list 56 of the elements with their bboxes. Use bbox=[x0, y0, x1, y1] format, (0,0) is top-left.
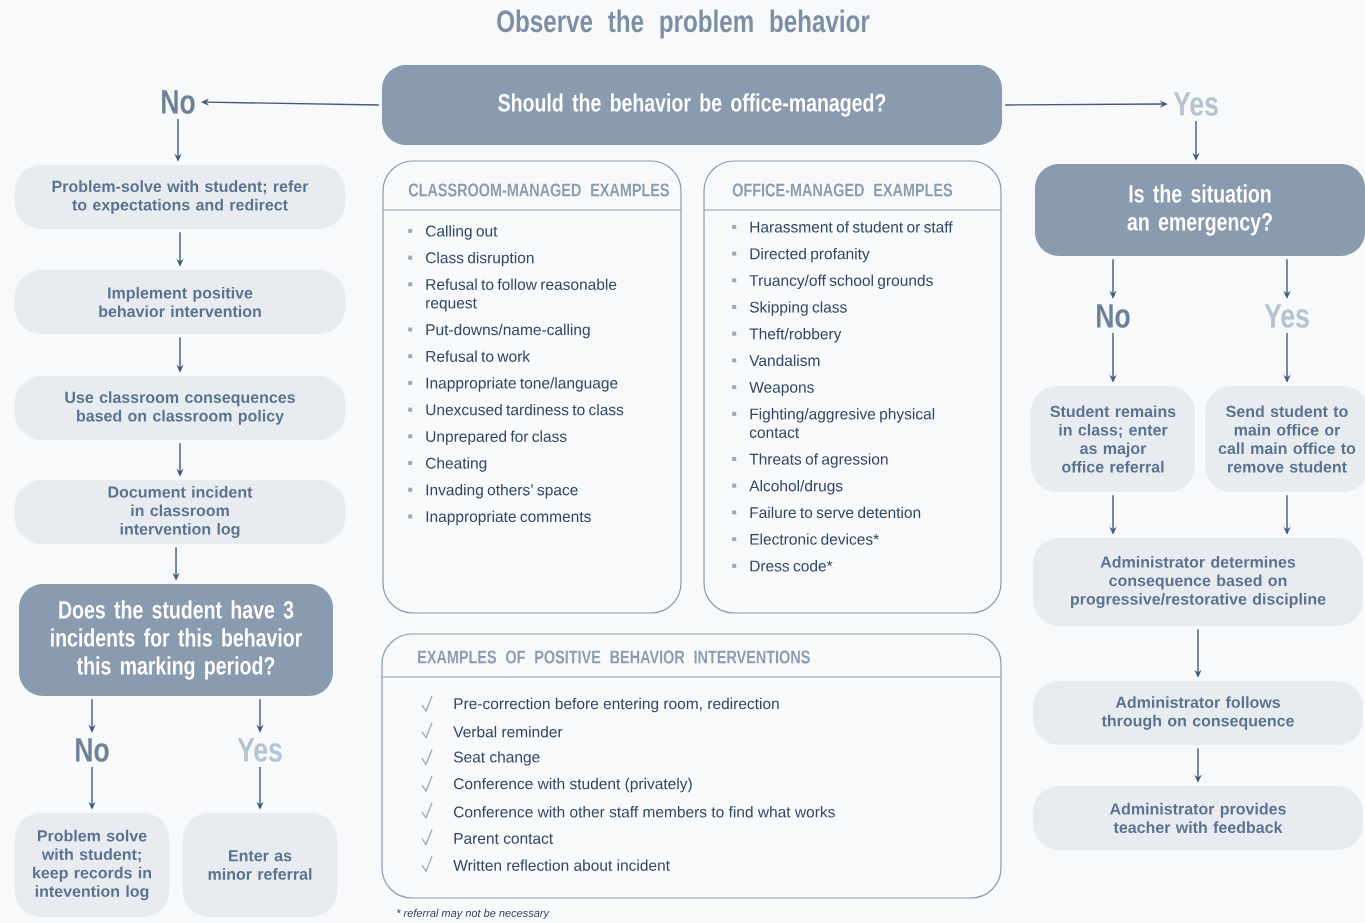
list-item: Skipping class bbox=[732, 301, 847, 316]
list-item: Electronic devices* bbox=[732, 533, 879, 545]
list-item: Failure to serve detention bbox=[732, 506, 921, 519]
decision-box: Is the situation an emergency? bbox=[1035, 164, 1365, 256]
branch-label: No bbox=[1097, 304, 1130, 328]
process-box: Administrator determines consequence based on progressive/restorative discipline bbox=[1033, 538, 1363, 626]
title: Observe the problem behavior bbox=[497, 9, 870, 39]
list-item: Refusal to work bbox=[408, 350, 531, 362]
process-box: Use classroom consequences based on classroom policy bbox=[15, 376, 345, 440]
list-item: Invading others’ space bbox=[408, 484, 578, 499]
list-item: Unprepared for class bbox=[408, 430, 567, 446]
decision-box: Should the behavior be office-managed? bbox=[382, 65, 1002, 145]
list-item: Harassment of student or staff bbox=[732, 221, 953, 233]
list-item: Parent contact bbox=[454, 833, 553, 844]
list-item: Theft/robbery bbox=[732, 328, 842, 343]
list-item: Conference with other staff members to find what works bbox=[454, 806, 835, 818]
list-item: Truancy/off school grounds bbox=[732, 274, 933, 290]
list-item: Threats of agression bbox=[732, 453, 888, 468]
list-item: Seat change bbox=[453, 751, 540, 766]
process-box: Problem solve with student; keep records in intevention log bbox=[15, 813, 169, 917]
list-item: Written reflection about incident bbox=[453, 859, 670, 871]
list-item: Inappropriate comments bbox=[408, 510, 591, 526]
list-item: Dress code* bbox=[732, 560, 833, 572]
list-item: Inappropriate tone/language bbox=[408, 377, 618, 392]
process-box: Send student to main office or call main office to remove student bbox=[1205, 386, 1365, 492]
footnote: * referral may not be necessary bbox=[396, 908, 550, 920]
list-item: Class disruption bbox=[408, 251, 534, 267]
process-box: Implement positive behavior intervention bbox=[15, 270, 345, 334]
process-box: Administrator provides teacher with feedback bbox=[1033, 786, 1363, 850]
list-item: Vandalism bbox=[732, 354, 820, 367]
list-item: Verbal reminder bbox=[453, 726, 563, 738]
list-item: Fighting/aggresive physical contact bbox=[732, 408, 935, 438]
branch-label: No bbox=[162, 90, 195, 114]
branch-label: Yes bbox=[1173, 92, 1218, 116]
list-item: Conference with student (privately) bbox=[454, 777, 692, 793]
list-item: Directed profanity bbox=[732, 247, 870, 263]
list-item: Weapons bbox=[732, 381, 814, 396]
panel-heading: OFFICE-MANAGED EXAMPLES bbox=[732, 183, 953, 197]
decision-box: Does the student have 3 incidents for this behavior this marking period? bbox=[19, 584, 333, 696]
list-item: Refusal to follow reasonable request bbox=[408, 278, 617, 312]
process-box: Administrator follows through on consequence bbox=[1033, 681, 1363, 745]
branch-label: Yes bbox=[237, 738, 282, 762]
list-item: Put-downs/name-calling bbox=[408, 323, 590, 339]
list-item: Alcohol/drugs bbox=[732, 480, 843, 495]
panel-heading: CLASSROOM-MANAGED EXAMPLES bbox=[408, 183, 669, 197]
list-item: Unexcused tardiness to class bbox=[408, 403, 624, 416]
process-box: Enter as minor referral bbox=[183, 813, 337, 917]
process-box: Problem-solve with student; refer to expectations and redirect bbox=[15, 165, 345, 229]
process-box: Student remains in class; enter as major office referral bbox=[1031, 386, 1195, 492]
list-item: Pre-correction before entering room, redirection bbox=[454, 697, 779, 713]
list-item: Calling out bbox=[408, 225, 498, 240]
branch-label: Yes bbox=[1264, 304, 1309, 328]
branch-label: No bbox=[76, 738, 109, 762]
panel-heading: EXAMPLES OF POSITIVE BEHAVIOR INTERVENTIONS bbox=[418, 650, 810, 664]
list-item: Cheating bbox=[408, 457, 487, 472]
process-box: Document incident in classroom intervention log bbox=[15, 480, 345, 544]
